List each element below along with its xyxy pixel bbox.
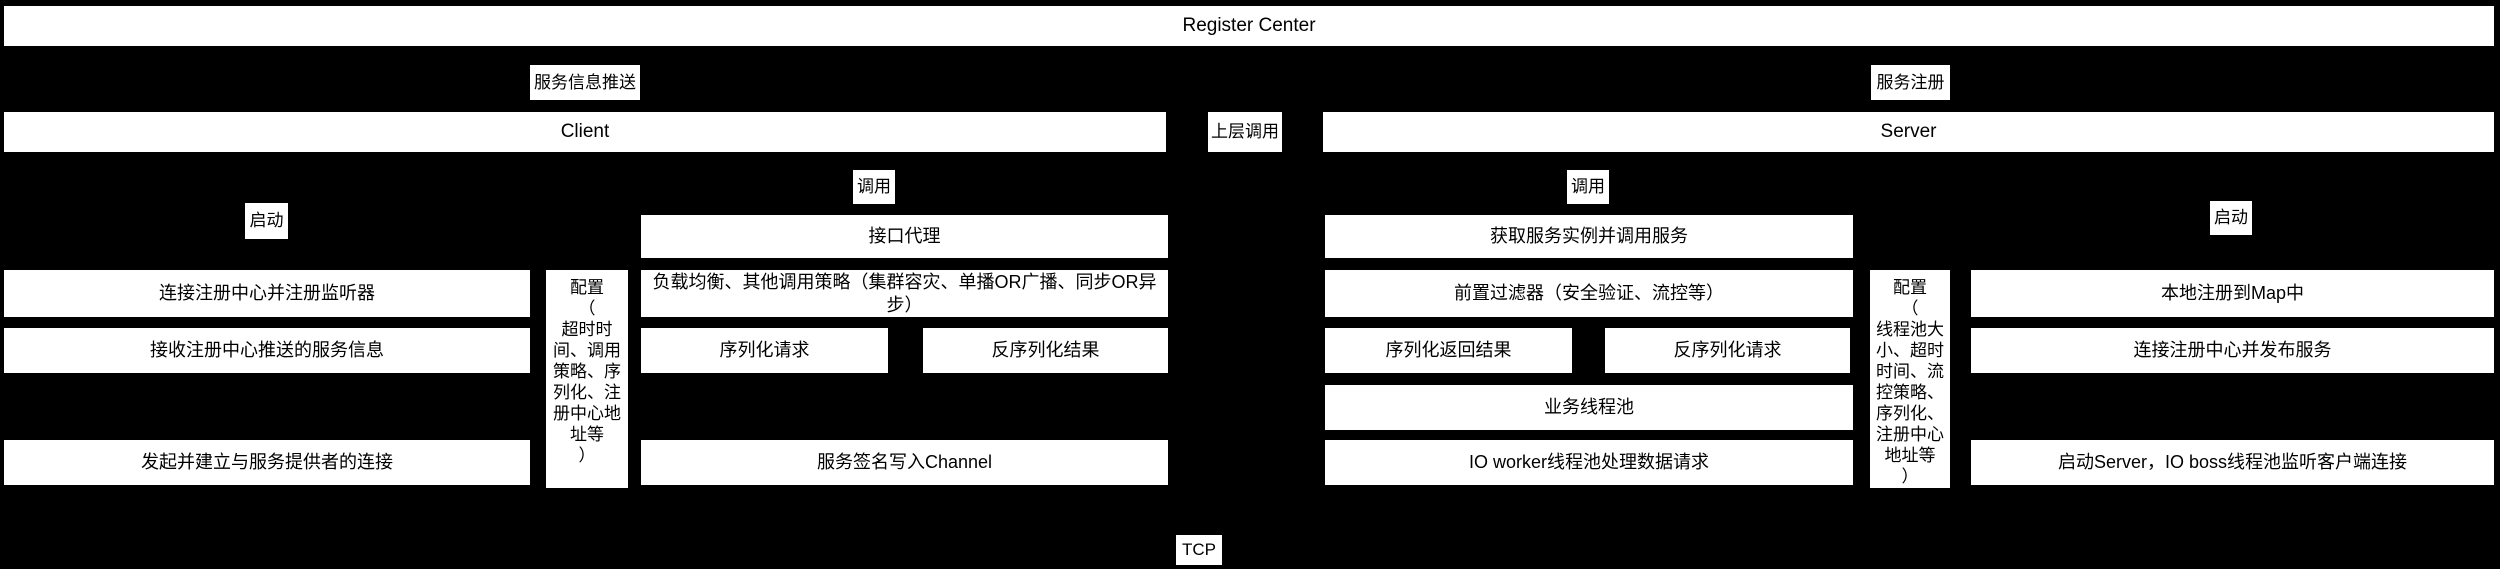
register-center-bar: Register Center: [4, 6, 2494, 46]
start-server-box: 启动Server，IO boss线程池监听客户端连接: [1971, 440, 2494, 485]
local-register-box: 本地注册到Map中: [1971, 270, 2494, 317]
interface-proxy-box: 接口代理: [641, 215, 1168, 258]
client-config-box: 配置 （ 超时时间、调用策略、序列化、注册中心地址等 ）: [546, 270, 628, 488]
load-balance-box: 负载均衡、其他调用策略（集群容灾、单播OR广播、同步OR异步）: [641, 270, 1168, 317]
client-call-label: 调用: [853, 170, 895, 204]
serialize-request-box: 序列化请求: [641, 328, 888, 373]
write-channel-box: 服务签名写入Channel: [641, 440, 1168, 485]
deserialize-request-box: 反序列化请求: [1605, 328, 1850, 373]
io-worker-box: IO worker线程池处理数据请求: [1325, 440, 1853, 485]
establish-connection-box: 发起并建立与服务提供者的连接: [4, 440, 530, 485]
client-bar: Client: [4, 112, 1166, 152]
deserialize-result-box: 反序列化结果: [923, 328, 1168, 373]
connect-publish-box: 连接注册中心并发布服务: [1971, 328, 2494, 373]
tcp-label: TCP: [1176, 535, 1222, 565]
server-bar: Server: [1323, 112, 2494, 152]
service-register-label: 服务注册: [1871, 65, 1950, 100]
service-info-push-label: 服务信息推送: [530, 65, 640, 100]
business-pool-box: 业务线程池: [1325, 385, 1853, 430]
server-call-label: 调用: [1567, 170, 1609, 204]
client-start-label: 启动: [245, 203, 288, 239]
serialize-result-box: 序列化返回结果: [1325, 328, 1572, 373]
server-config-box: 配置 （ 线程池大小、超时时间、流控策略、序列化、注册中心地址等 ）: [1870, 270, 1950, 488]
connect-register-box: 连接注册中心并注册监听器: [4, 270, 530, 317]
get-instance-box: 获取服务实例并调用服务: [1325, 215, 1853, 258]
server-start-label: 启动: [2210, 201, 2252, 235]
pre-filter-box: 前置过滤器（安全验证、流控等）: [1325, 270, 1853, 317]
upper-call-label: 上层调用: [1208, 112, 1282, 152]
receive-push-box: 接收注册中心推送的服务信息: [4, 328, 530, 373]
